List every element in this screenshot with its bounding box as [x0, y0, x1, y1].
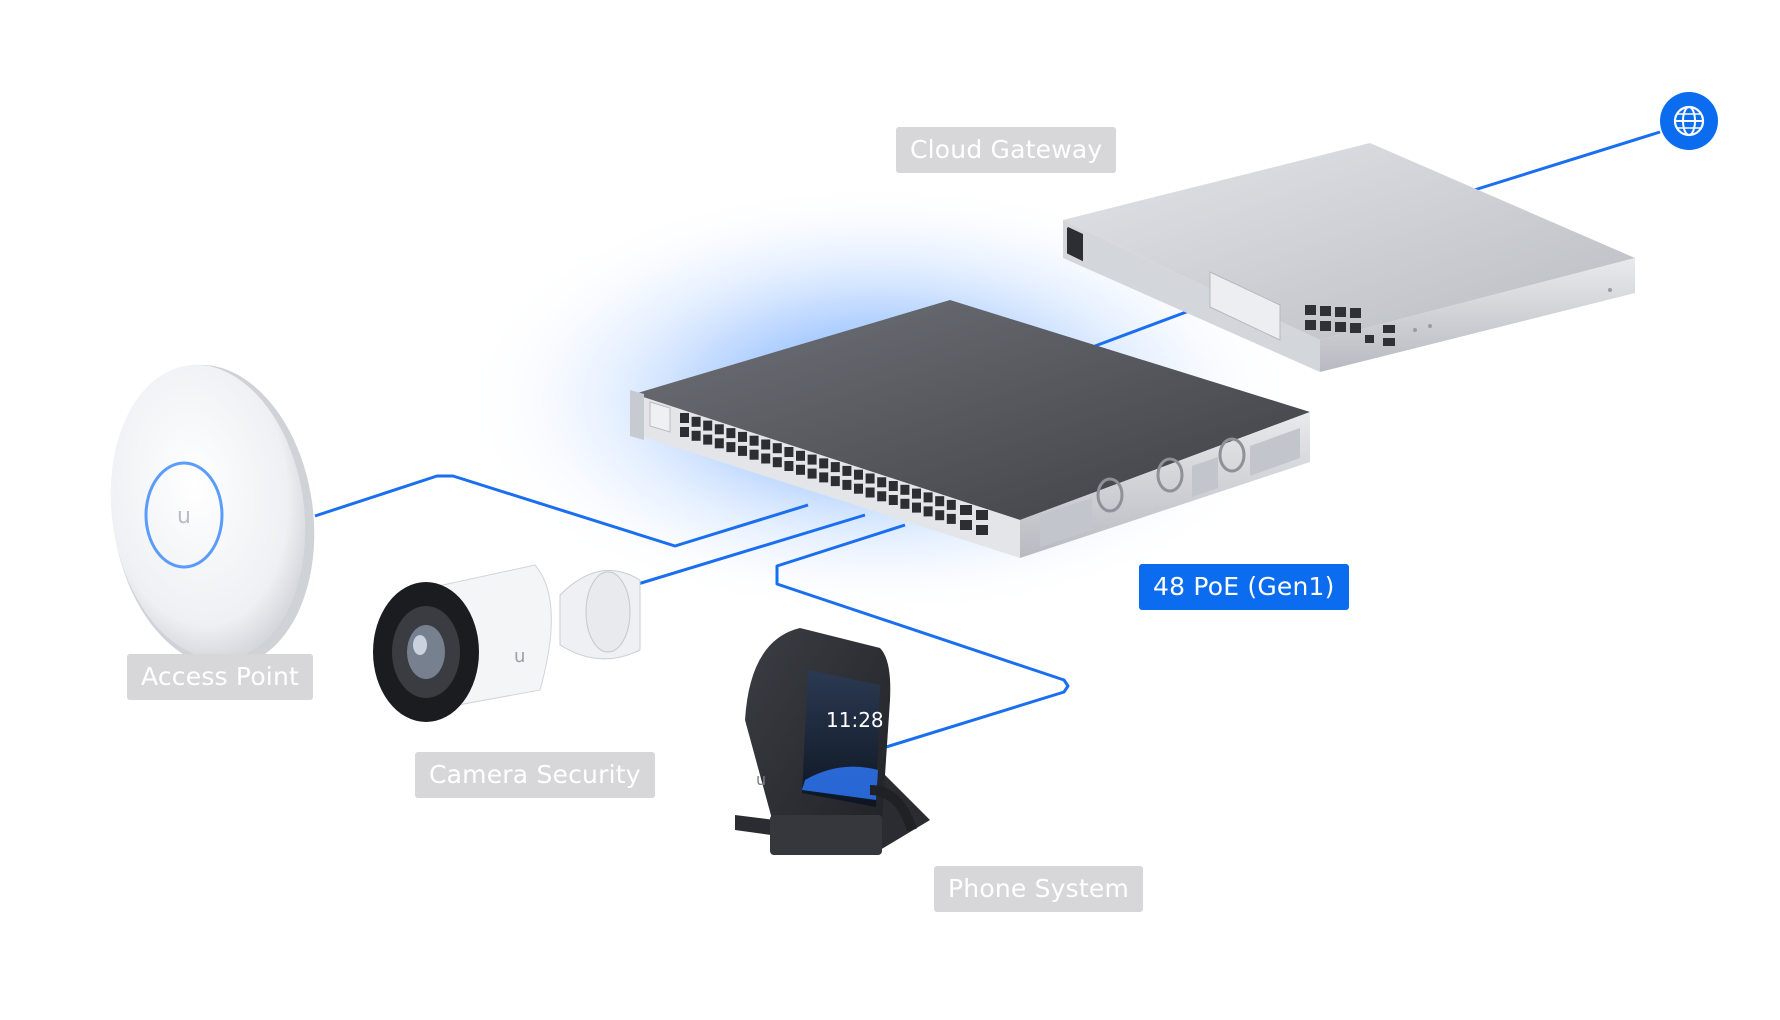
switch-port — [830, 476, 840, 487]
switch-port — [888, 495, 898, 505]
switch-port — [738, 445, 747, 456]
switch-port — [726, 428, 736, 439]
switch-port — [854, 469, 863, 480]
link-switch-phone — [775, 523, 1070, 754]
switch-port — [819, 458, 829, 469]
switch-port — [842, 479, 852, 490]
globe-icon — [1660, 92, 1718, 150]
switch-port — [935, 510, 945, 521]
switch-port — [923, 506, 933, 517]
switch-ports — [680, 413, 956, 524]
access-point-device: u — [110, 364, 315, 668]
switch-port — [714, 438, 724, 449]
switch-port — [784, 447, 794, 457]
switch-port — [680, 427, 689, 437]
switch-port — [830, 462, 840, 473]
switch-sfp-ports — [960, 505, 988, 535]
phone-screen-time: 11:28 — [826, 708, 884, 732]
switch-port — [842, 465, 852, 476]
switch-port — [935, 496, 945, 507]
switch-port — [819, 472, 829, 483]
poe-switch-device — [630, 300, 1310, 558]
switch-port — [772, 443, 782, 454]
switch-port — [796, 450, 805, 461]
phone-device: 11:28 u — [735, 628, 930, 855]
link-switch-accesspoint — [314, 474, 809, 548]
switch-port — [680, 413, 689, 423]
switch-port — [877, 477, 887, 488]
switch-port — [946, 513, 956, 524]
ubiquiti-u-logo-camera: u — [514, 646, 525, 667]
camera-device: u — [373, 564, 641, 722]
switch-port — [738, 431, 747, 442]
switch-port — [807, 454, 817, 465]
switch-port — [691, 416, 701, 427]
switch-port — [877, 491, 887, 502]
camera-security-label: Camera Security — [415, 752, 655, 798]
switch-port — [761, 453, 771, 464]
ubiquiti-u-logo: u — [177, 504, 191, 529]
switch-port — [784, 461, 794, 471]
switch-port — [703, 434, 713, 445]
switch-port — [749, 449, 759, 460]
access-point-label: Access Point — [127, 654, 314, 700]
cloud-gateway-device — [1063, 143, 1635, 372]
connection-lines — [314, 130, 1661, 754]
switch-port — [691, 430, 701, 441]
link-switch-camera — [627, 513, 866, 589]
switch-model-label: 48 PoE (Gen1) — [1139, 564, 1349, 610]
gateway-ports — [1305, 305, 1395, 346]
switch-port — [888, 481, 898, 491]
switch-port — [703, 420, 713, 431]
switch-port — [807, 468, 817, 479]
cloud-gateway-label: Cloud Gateway — [896, 127, 1117, 173]
switch-port — [761, 439, 771, 450]
ap-status-ring — [144, 461, 224, 569]
switch-port — [900, 484, 910, 495]
switch-port — [714, 424, 724, 435]
switch-port — [900, 498, 910, 509]
ubiquiti-u-logo-phone: u — [756, 770, 766, 789]
switch-port — [865, 473, 875, 484]
switch-port — [726, 442, 736, 453]
switch-port — [772, 457, 782, 468]
switch-vents — [1040, 428, 1300, 547]
switch-port — [854, 483, 863, 494]
switch-port — [865, 487, 875, 498]
link-internet-gateway — [1454, 130, 1661, 198]
switch-port — [796, 464, 805, 475]
switch-port — [946, 499, 956, 510]
switch-port — [912, 488, 921, 499]
switch-fans — [1096, 437, 1246, 513]
switch-port — [923, 492, 933, 503]
switch-port — [912, 502, 921, 513]
phone-system-label: Phone System — [934, 866, 1144, 912]
switch-port — [749, 435, 759, 446]
